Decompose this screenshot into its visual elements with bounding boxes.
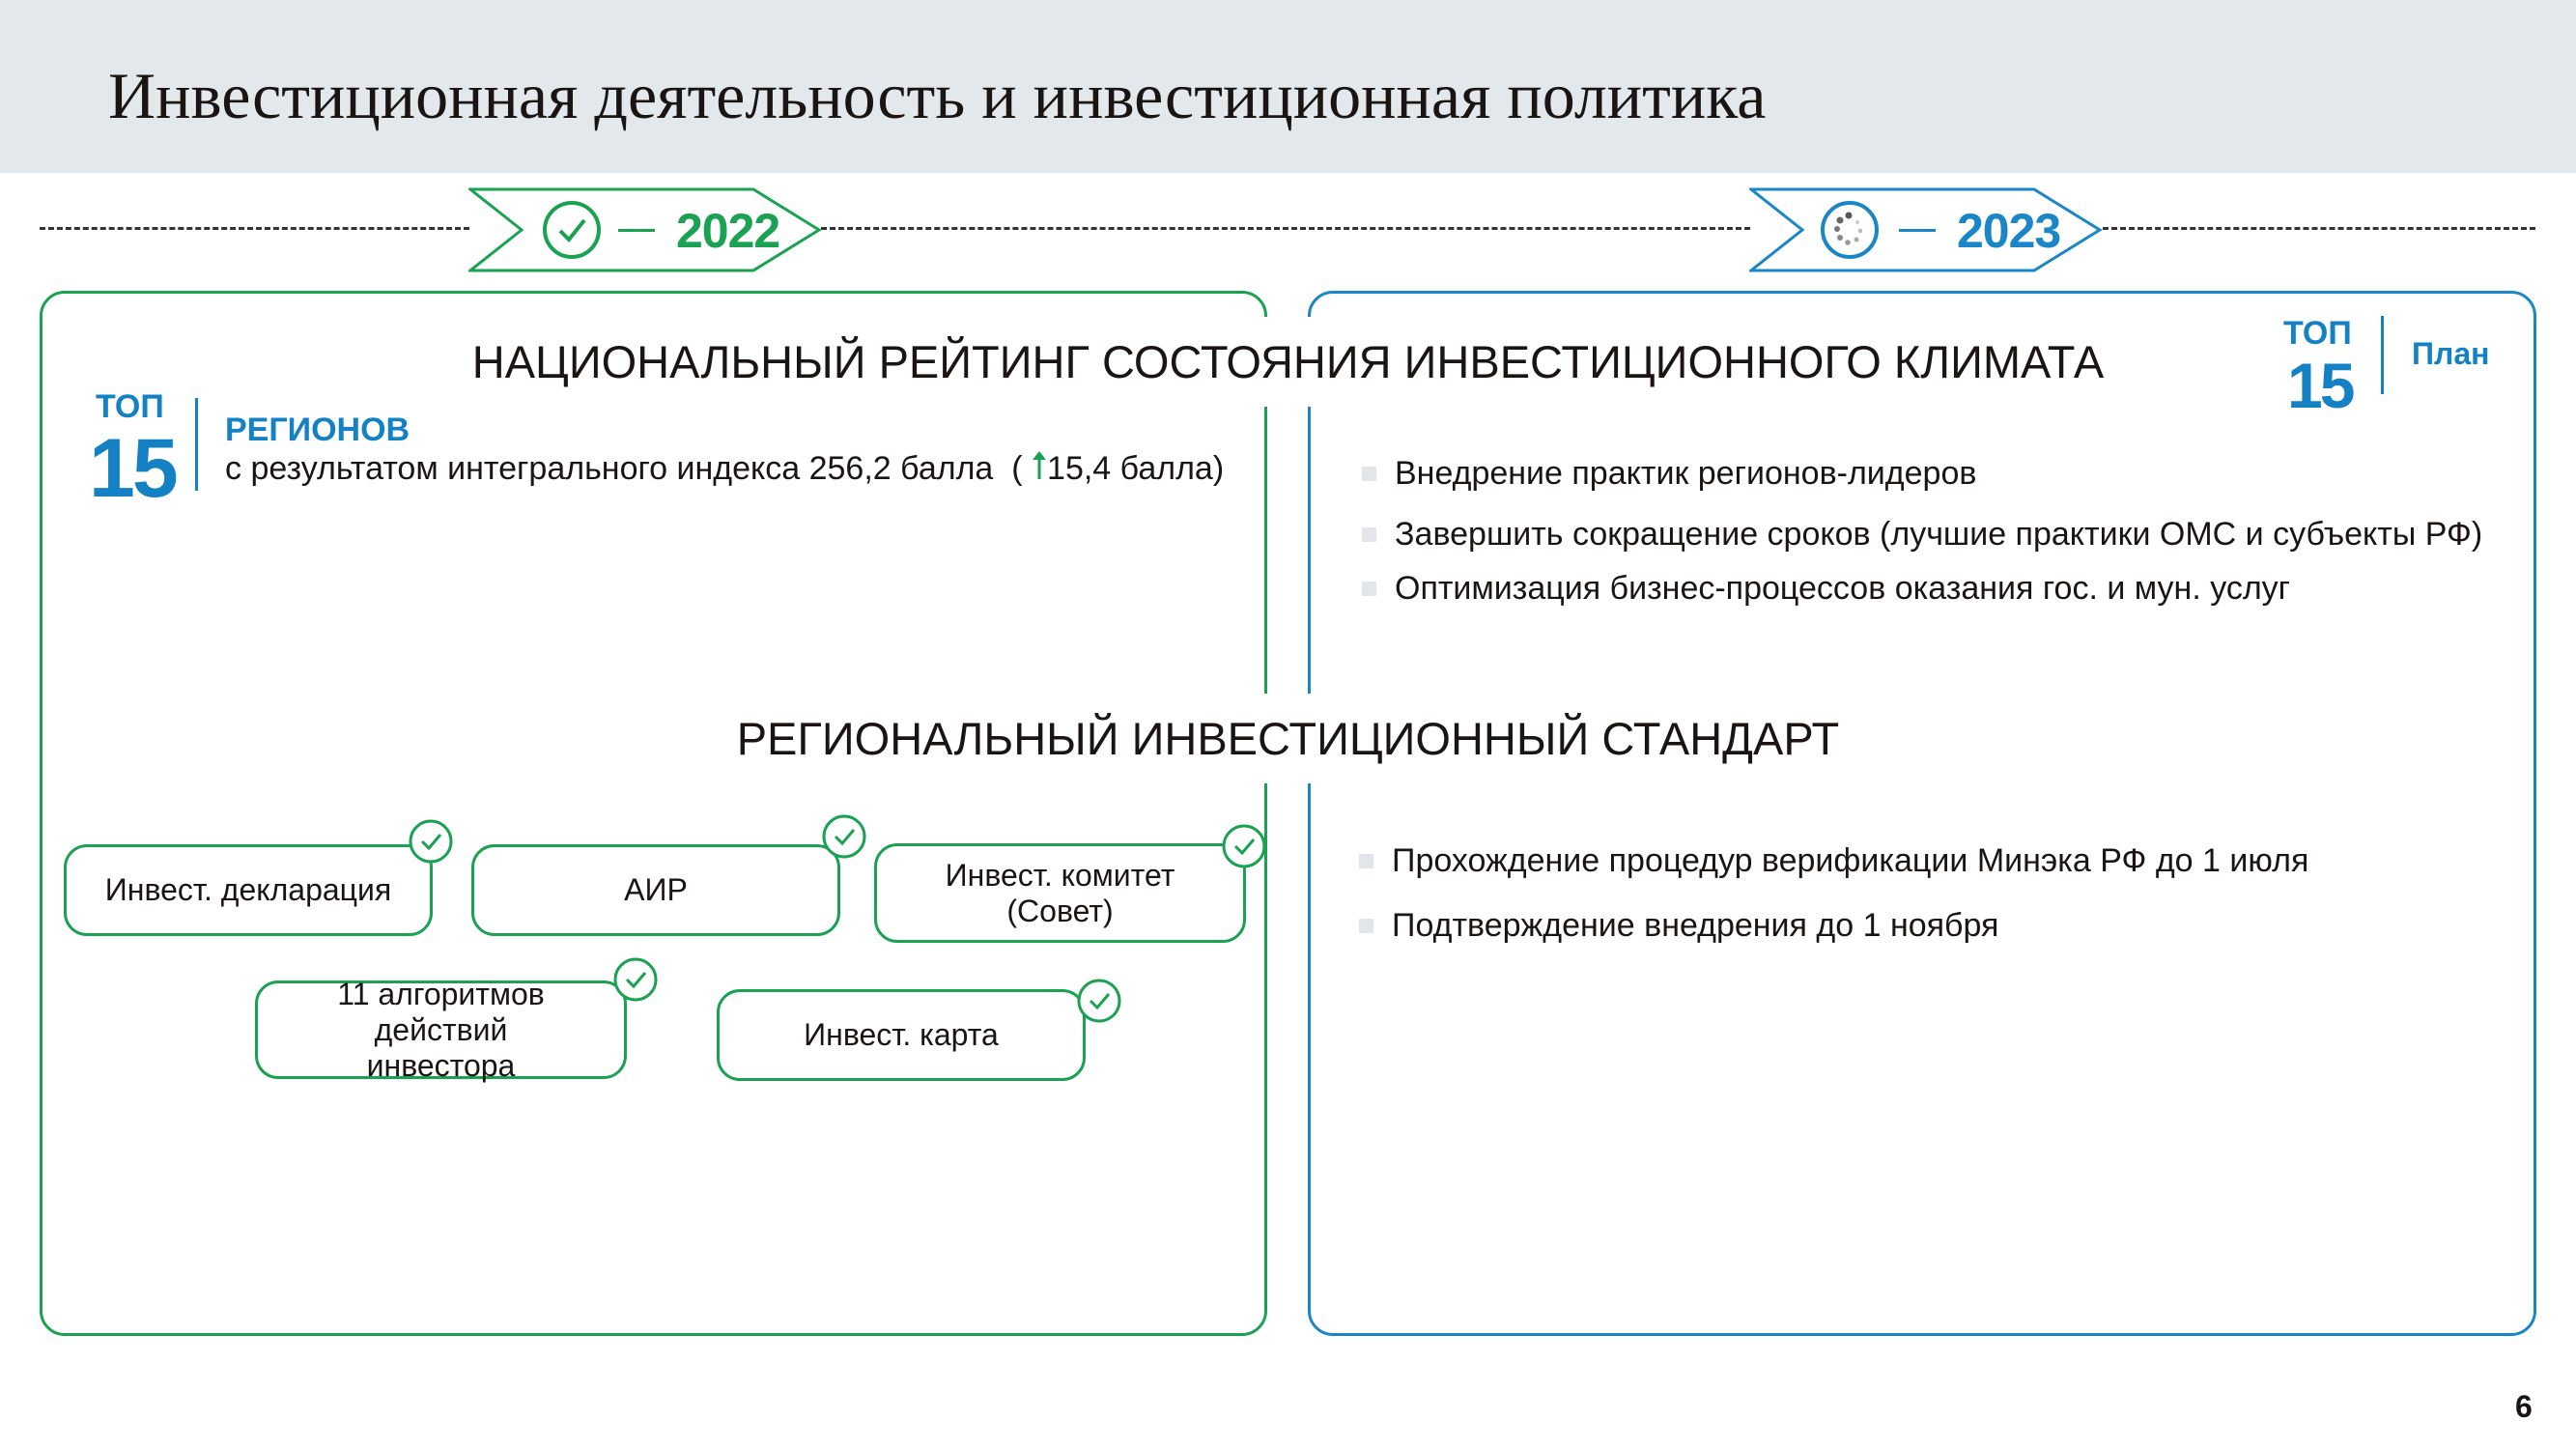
- standard-item-box: Инвест. комитет (Совет): [874, 843, 1246, 943]
- national-rating-title-text: НАЦИОНАЛЬНЫЙ РЕЙТИНГ СОСТОЯНИЯ ИНВЕСТИЦИ…: [458, 317, 2118, 407]
- plan-label: План: [2412, 336, 2490, 371]
- arrow-up-icon: [1033, 451, 1047, 479]
- rating-description: с результатом интегрального индекса 256,…: [225, 450, 994, 487]
- plan-item: Оптимизация бизнес-процессов оказания го…: [1395, 570, 2291, 607]
- page-number: 6: [2515, 1389, 2533, 1424]
- card-2023: [1308, 291, 2536, 1336]
- loading-icon: [1821, 201, 1879, 259]
- timeline-marker-2022: 2022: [468, 187, 822, 272]
- check-circle-icon: [409, 819, 453, 864]
- page-title: Инвестиционная деятельность и инвестицио…: [108, 59, 1767, 132]
- check-circle-icon: [1077, 979, 1121, 1023]
- check-circle-icon: [1222, 824, 1266, 868]
- top-value: 15: [2287, 350, 2355, 421]
- dash-separator: [1899, 229, 1936, 232]
- timeline-dash-line: [2103, 227, 2535, 230]
- bullet-icon: [1362, 467, 1376, 481]
- bullet-icon: [1362, 527, 1376, 542]
- check-circle-icon: [822, 814, 866, 859]
- plan-item: Завершить сокращение сроков (лучшие прак…: [1395, 516, 2483, 553]
- bullet-icon: [1359, 919, 1373, 933]
- standard-item-box: Инвест. декларация: [64, 844, 433, 936]
- timeline-marker-2023: 2023: [1749, 187, 2103, 272]
- standard-item-box: АИР: [471, 844, 840, 936]
- divider: [2381, 316, 2384, 394]
- top-label: ТОП: [2283, 315, 2352, 352]
- standard-plan-item: Прохождение процедур верификации Минэка …: [1392, 842, 2309, 879]
- standard-item-label: Инвест. карта: [804, 1017, 999, 1052]
- national-rating-title: НАЦИОНАЛЬНЫЙ РЕЙТИНГ СОСТОЯНИЯ ИНВЕСТИЦИ…: [0, 317, 2576, 407]
- rating-result: с результатом интегрального индекса 256,…: [225, 450, 1224, 488]
- regions-label: РЕГИОНОВ: [225, 412, 410, 448]
- top-value: 15: [89, 422, 179, 515]
- standard-item-label: АИР: [624, 872, 688, 907]
- top-label: ТОП: [96, 388, 164, 425]
- standard-item-label: 11 алгоритмов действий инвестора: [337, 976, 545, 1083]
- bullet-icon: [1359, 854, 1373, 868]
- timeline-dash-line: [821, 227, 1750, 230]
- standard-plan-item: Подтверждение внедрения до 1 ноября: [1392, 907, 1999, 944]
- standard-item-box: 11 алгоритмов действий инвестора: [255, 977, 627, 1083]
- year-label: 2022: [676, 204, 780, 258]
- regional-standard-title-text: РЕГИОНАЛЬНЫЙ ИНВЕСТИЦИОННЫЙ СТАНДАРТ: [722, 694, 1854, 783]
- rating-change: 15,4 балла): [1047, 450, 1225, 487]
- bullet-icon: [1362, 582, 1376, 596]
- standard-item-label: Инвест. декларация: [104, 872, 392, 907]
- divider: [195, 398, 198, 491]
- plan-item: Внедрение практик регионов-лидеров: [1395, 455, 1977, 492]
- standard-item-box: Инвест. карта: [717, 989, 1086, 1081]
- regional-standard-title: РЕГИОНАЛЬНЫЙ ИНВЕСТИЦИОННЫЙ СТАНДАРТ: [0, 694, 2576, 783]
- dash-separator: [618, 229, 655, 232]
- year-label: 2023: [1957, 204, 2061, 258]
- standard-item-label: Инвест. комитет (Совет): [945, 857, 1175, 928]
- card-2022: [40, 291, 1267, 1336]
- check-circle-icon: [543, 201, 601, 259]
- timeline-dash-line: [40, 227, 469, 230]
- header-band: [0, 0, 2576, 173]
- check-circle-icon: [613, 957, 658, 1002]
- open-paren: (: [1011, 450, 1023, 487]
